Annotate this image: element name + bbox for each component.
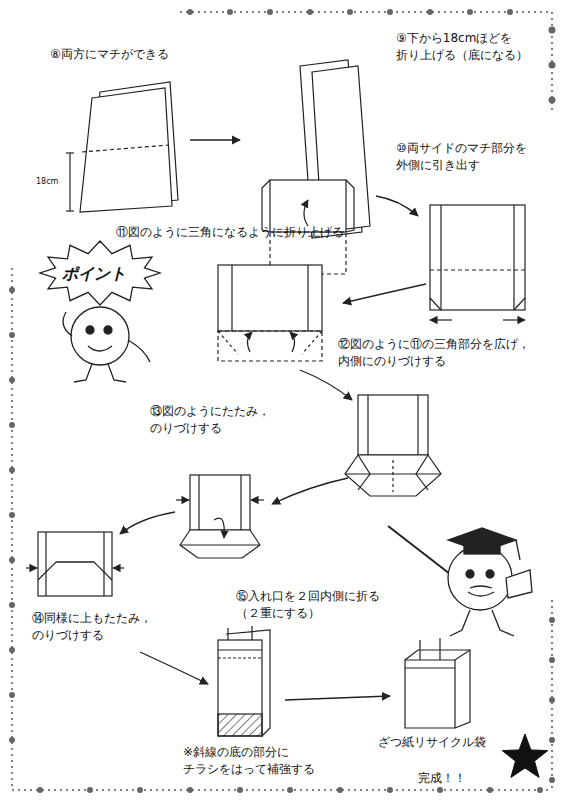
step-note: ⑪図のように三角になるように折り上げる	[116, 224, 344, 241]
border-dot	[9, 422, 15, 428]
step-note: ⑬図のようにたたみ， のりづけする	[150, 403, 290, 438]
border-dot	[337, 787, 343, 793]
border-dot	[9, 287, 15, 293]
border-dot	[437, 787, 443, 793]
step-note: 完成！！	[418, 770, 466, 787]
dotted-border	[12, 12, 552, 790]
step-arrows	[120, 140, 426, 700]
border-dot	[137, 787, 143, 793]
border-dot	[9, 512, 15, 518]
border-dot	[87, 787, 93, 793]
step-note: ⑭同様に上もたたみ， のりづけする	[32, 610, 172, 645]
step-note: ⑫図のように⑪の三角部分を広げ， 内側にのりづけする	[338, 336, 550, 371]
point-badge-text: ポイント	[62, 262, 126, 285]
border-dot	[487, 787, 493, 793]
border-dot	[9, 602, 15, 608]
star-mark	[502, 734, 548, 777]
border-dot	[549, 62, 556, 69]
border-dots	[9, 9, 556, 793]
border-dot	[387, 9, 393, 15]
step-note: ⑩両サイドのマチ部分を 外側に引き出す	[396, 140, 556, 175]
border-dot	[237, 787, 243, 793]
border-dot	[549, 27, 556, 34]
professor-character	[388, 526, 532, 636]
border-dot	[549, 697, 555, 703]
border-dot	[427, 9, 433, 15]
border-dot	[187, 9, 193, 15]
border-dot	[549, 777, 555, 783]
border-dot	[307, 9, 313, 15]
border-dot	[9, 557, 15, 563]
border-dot	[267, 9, 273, 15]
border-dot	[549, 97, 556, 104]
dimension-label: 18cm	[36, 176, 58, 188]
border-dot	[187, 787, 193, 793]
border-dot	[9, 647, 15, 653]
step-note: ⑧両方にマチができる	[50, 46, 169, 63]
border-dot	[549, 657, 555, 663]
border-dot	[287, 787, 293, 793]
border-dot	[537, 787, 543, 793]
border-dot	[467, 9, 473, 15]
border-dot	[9, 737, 15, 743]
step-note: ⑨下から18cmほどを 折り上げる（底になる）	[396, 30, 556, 65]
border-dot	[549, 737, 555, 743]
border-dot	[9, 692, 15, 698]
border-dot	[9, 377, 15, 383]
border-dot	[347, 9, 353, 15]
border-dot	[37, 787, 43, 793]
border-dot	[227, 9, 233, 15]
border-dot	[9, 467, 15, 473]
border-dot	[507, 9, 513, 15]
step-note: ざつ紙リサイクル袋	[378, 734, 486, 751]
border-dot	[549, 617, 555, 623]
point-character	[40, 241, 160, 382]
border-dot	[387, 787, 393, 793]
step-note: ※斜線の底の部分に チラシをはって補強する	[183, 744, 338, 779]
border-dot	[9, 332, 15, 338]
step-note: ⑮入れ口を２回内側に折る （２重にする）	[236, 588, 396, 623]
